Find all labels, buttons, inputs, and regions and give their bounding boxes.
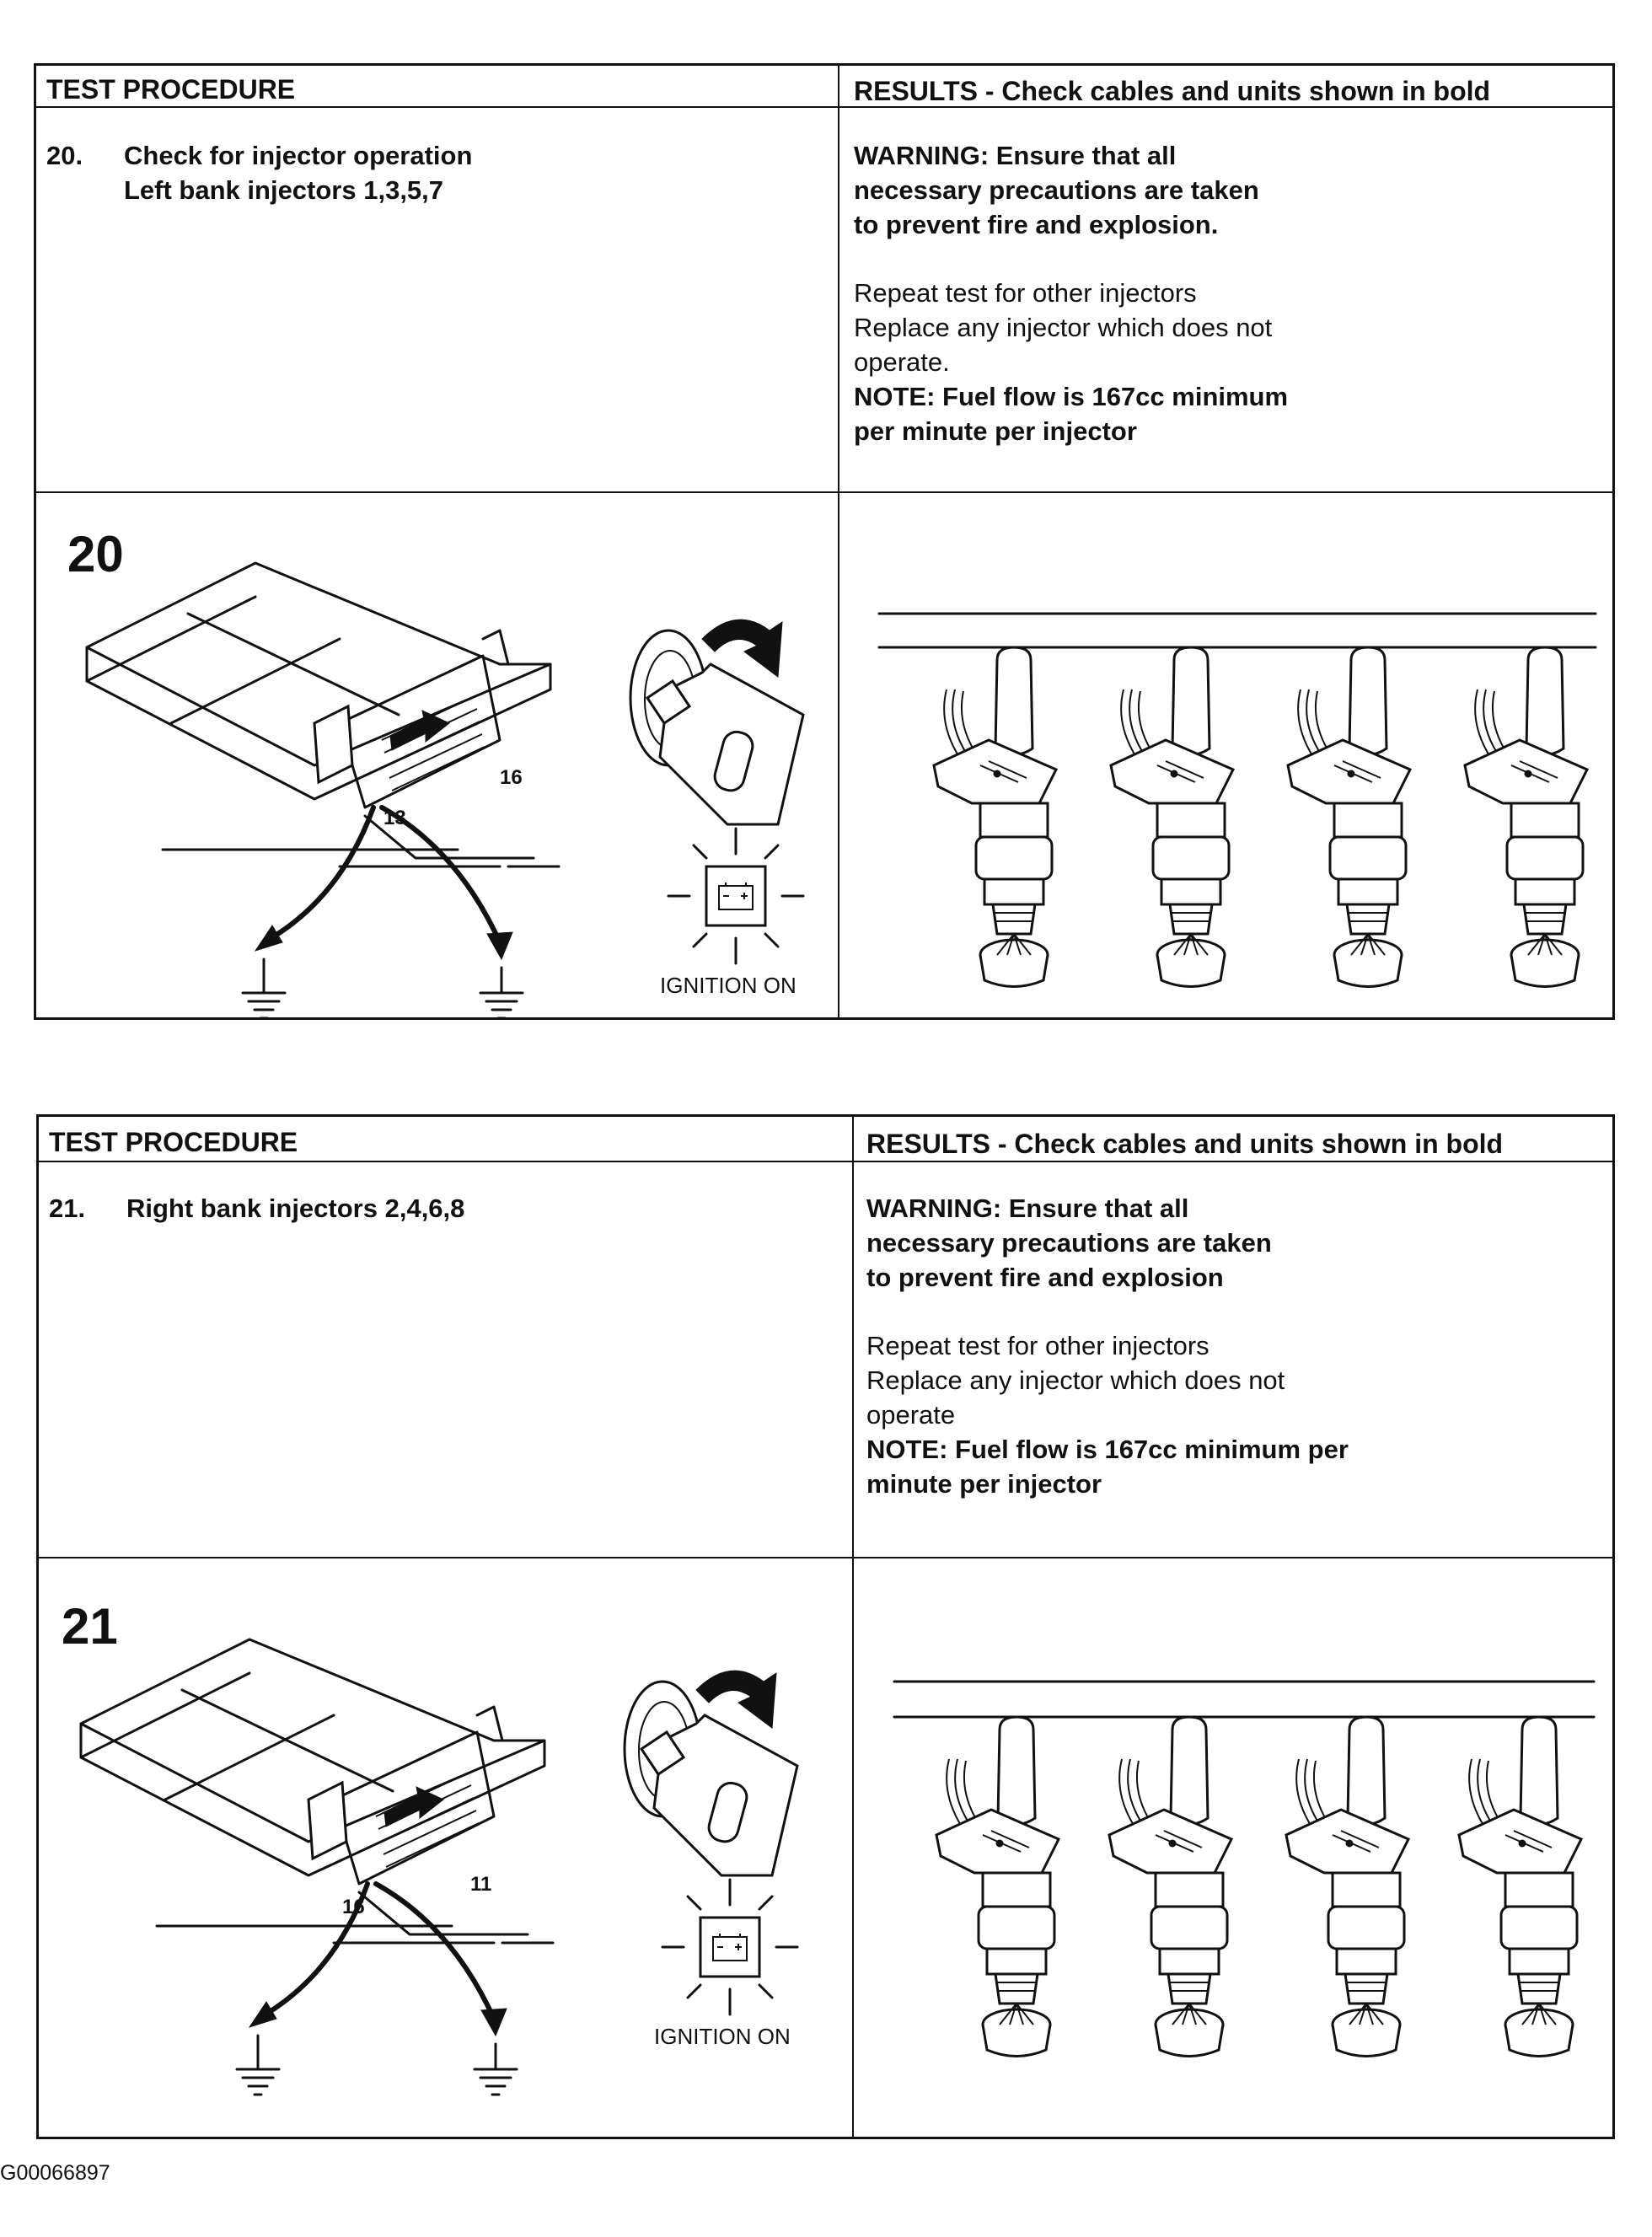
pin-label: 11	[470, 1873, 491, 1896]
figure-number: 21	[62, 1598, 118, 1655]
figure-number: 20	[67, 526, 124, 582]
note-line: NOTE: Fuel flow is 167cc minimum per	[866, 1435, 1349, 1464]
step-line: Left bank injectors 1,3,5,7	[124, 175, 444, 205]
warning-line: necessary precautions are taken	[866, 1228, 1272, 1258]
warning-line: WARNING: Ensure that all	[854, 141, 1177, 170]
result-line: operate.	[854, 347, 950, 377]
ignition-key-icon	[629, 618, 805, 826]
note-line: per minute per injector	[854, 416, 1137, 446]
ignition-lamp-icon: IGNITION ON	[654, 1878, 799, 2049]
header-results: RESULTS - Check cables and units shown i…	[866, 1129, 1504, 1159]
step-line: Check for injector operation	[124, 141, 473, 170]
result-line: Repeat test for other injectors	[854, 278, 1197, 308]
step-21-text: 21. Right bank injectors 2,4,6,8	[49, 1191, 464, 1226]
results-21-text: WARNING: Ensure that all necessary preca…	[866, 1191, 1349, 1501]
column-divider	[838, 66, 839, 1017]
ignition-on-label: IGNITION ON	[660, 973, 796, 998]
ignition-key-icon	[623, 1669, 799, 1877]
pin-label: 16	[500, 766, 523, 789]
warning-line: WARNING: Ensure that all	[866, 1194, 1189, 1223]
step-line: Right bank injectors 2,4,6,8	[126, 1194, 465, 1223]
injectors-diagram	[893, 1680, 1596, 2057]
results-20-text: WARNING: Ensure that all necessary preca…	[854, 138, 1288, 448]
step-20-text: 20. Check for injector operation Left ban…	[46, 138, 472, 207]
test-panel-21: TEST PROCEDURE RESULTS - Check cables an…	[36, 1114, 1615, 2139]
injectors-diagram	[877, 612, 1597, 988]
note-line: NOTE: Fuel flow is 167cc minimum	[854, 382, 1289, 411]
pin-label: 13	[384, 807, 406, 829]
header-results: RESULTS - Check cables and units shown i…	[854, 76, 1491, 106]
warning-line: to prevent fire and explosion	[866, 1263, 1224, 1292]
result-line: operate	[866, 1400, 956, 1430]
header-test-procedure: TEST PROCEDURE	[49, 1127, 298, 1157]
column-divider	[852, 1117, 854, 2137]
test-panel-20: TEST PROCEDURE RESULTS - Check cables an…	[34, 63, 1615, 1020]
text-figure-divider	[36, 491, 1612, 493]
ecu-connector-diagram: 13 16	[62, 546, 584, 1035]
warning-line: necessary precautions are taken	[854, 175, 1259, 205]
header-divider	[39, 1161, 1612, 1162]
warning-line: to prevent fire and explosion.	[854, 210, 1219, 239]
result-line: Replace any injector which does not	[854, 313, 1273, 342]
ignition-on-label: IGNITION ON	[654, 2024, 791, 2049]
text-figure-divider	[39, 1557, 1612, 1558]
ecu-connector-diagram: 16 11	[56, 1623, 578, 2111]
ignition-lamp-icon: IGNITION ON	[660, 827, 805, 998]
pin-label: 16	[342, 1896, 365, 1918]
header-divider	[36, 106, 1612, 108]
step-number: 21.	[49, 1194, 86, 1223]
document-id: G00066897	[0, 2161, 110, 2185]
note-line: minute per injector	[866, 1469, 1102, 1499]
step-number: 20.	[46, 141, 83, 170]
header-test-procedure: TEST PROCEDURE	[46, 74, 296, 105]
result-line: Replace any injector which does not	[866, 1365, 1285, 1395]
result-line: Repeat test for other injectors	[866, 1331, 1210, 1360]
